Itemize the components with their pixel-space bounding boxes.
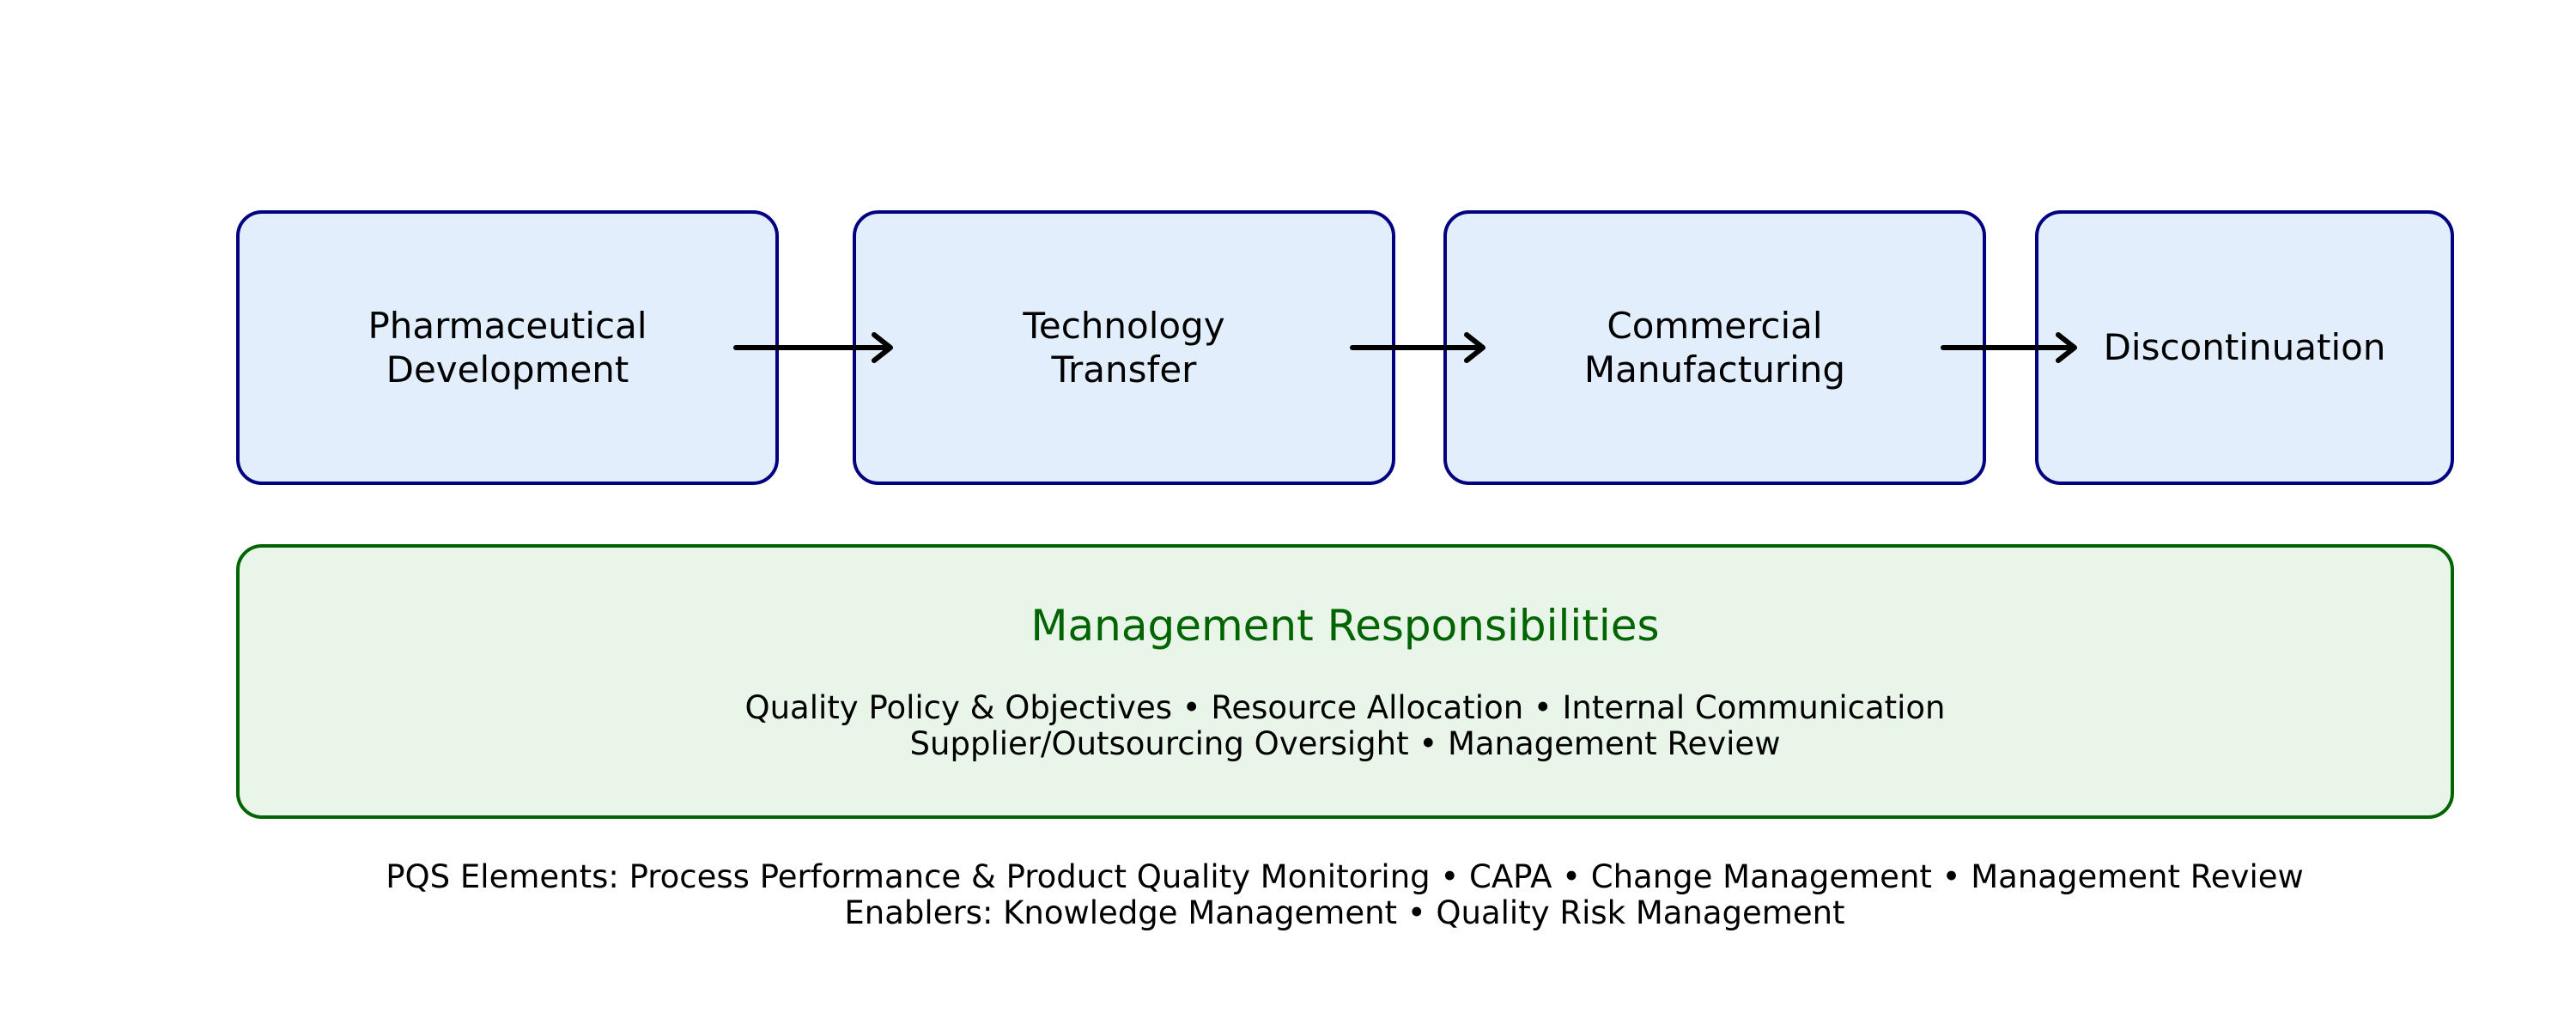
- management-line: Quality Policy & Objectives • Resource A…: [744, 689, 1946, 726]
- stage-label: Pharmaceutical Development: [368, 304, 647, 391]
- stage-label: Commercial Manufacturing: [1583, 304, 1846, 391]
- stage-pharmaceutical-development: Pharmaceutical Development: [236, 210, 779, 485]
- management-title: Management Responsibilities: [1030, 601, 1660, 651]
- enablers-text: Enablers: Knowledge Management • Quality…: [844, 894, 1845, 931]
- stage-label: Technology Transfer: [1023, 304, 1225, 391]
- pqs-elements-text: PQS Elements: Process Performance & Prod…: [386, 858, 2304, 895]
- stage-technology-transfer: Technology Transfer: [853, 210, 1395, 485]
- stage-label: Discontinuation: [2103, 326, 2386, 369]
- management-line: Supplier/Outsourcing Oversight • Managem…: [909, 725, 1781, 762]
- management-responsibilities-box: Management Responsibilities Quality Poli…: [236, 544, 2454, 819]
- stage-discontinuation: Discontinuation: [2035, 210, 2454, 485]
- stage-commercial-manufacturing: Commercial Manufacturing: [1443, 210, 1986, 485]
